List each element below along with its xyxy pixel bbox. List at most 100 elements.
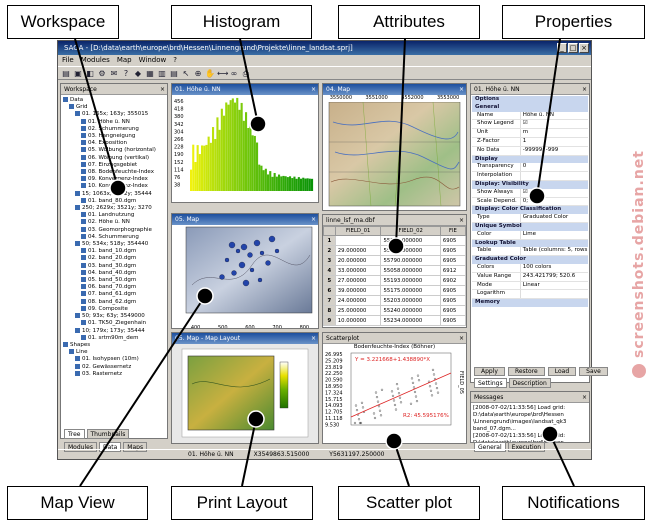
close-icon[interactable]: × bbox=[310, 216, 316, 223]
pan-icon[interactable]: ✋ bbox=[205, 69, 215, 78]
zoom-icon[interactable]: ⊕ bbox=[194, 69, 202, 78]
close-icon[interactable]: × bbox=[310, 335, 316, 342]
property-section[interactable]: Display: Color Classification bbox=[472, 206, 588, 215]
table-cell[interactable]: 55234.000000 bbox=[380, 315, 441, 326]
tree-item[interactable]: 01. srtm90m_dem bbox=[63, 334, 165, 342]
save-button[interactable]: Save bbox=[579, 367, 608, 376]
tree-item[interactable]: 02. Höhe ü. NN bbox=[63, 219, 165, 226]
cursor-icon[interactable]: ↖ bbox=[182, 69, 190, 78]
tree-item[interactable]: 05. band_50.dgm bbox=[63, 277, 165, 284]
tree-item[interactable]: 03. band_30.dgm bbox=[63, 262, 165, 270]
table-icon[interactable]: ▤ bbox=[170, 69, 178, 78]
tree-item[interactable]: 05. Wölbung (horizontal) bbox=[63, 147, 165, 154]
property-section[interactable]: Unique Symbol bbox=[472, 222, 588, 231]
close-icon[interactable]: × bbox=[310, 86, 316, 93]
tab-maps[interactable]: Maps bbox=[123, 442, 148, 452]
tree-item[interactable]: 09. Konvergenz-Index bbox=[63, 176, 165, 183]
save-icon[interactable]: ▣ bbox=[74, 69, 82, 78]
tree-item[interactable]: 08. Bodenfeuchte-Index bbox=[63, 169, 165, 176]
apply-button[interactable]: Apply bbox=[474, 367, 505, 376]
tree-item[interactable]: 50; 534x; 518y; 354440 bbox=[63, 241, 165, 248]
tree-item[interactable]: 01. Isohypsen (10m) bbox=[63, 356, 165, 363]
tab-settings[interactable]: Settings bbox=[474, 378, 507, 388]
property-row[interactable]: Show Legend☑ bbox=[472, 120, 588, 130]
tab-modules[interactable]: Modules bbox=[64, 442, 97, 452]
tree-item[interactable]: 06. band_70.dgm bbox=[63, 284, 165, 291]
property-section[interactable]: Options bbox=[472, 96, 588, 104]
tab-general[interactable]: General bbox=[474, 442, 506, 452]
tree-item[interactable]: 02. Gewässernetz bbox=[63, 363, 165, 371]
open-icon[interactable]: ▤ bbox=[62, 69, 70, 78]
tab-thumbnails[interactable]: Thumbnails bbox=[86, 429, 130, 439]
tab-tree[interactable]: Tree bbox=[64, 429, 85, 439]
measure-icon[interactable]: ⟷ bbox=[217, 69, 229, 78]
tree-item[interactable]: 07. band_61.dgm bbox=[63, 291, 165, 298]
load-button[interactable]: Load bbox=[547, 367, 577, 376]
tree-item[interactable]: Grid bbox=[63, 104, 165, 111]
menu-map[interactable]: Map bbox=[116, 56, 132, 64]
tree-item[interactable]: 250; 2629x; 3521y; 3270 bbox=[63, 205, 165, 212]
tree-item[interactable]: 04. band_40.dgm bbox=[63, 269, 165, 277]
property-row[interactable]: Logarithm bbox=[472, 290, 588, 300]
grid-icon[interactable]: ▦ bbox=[146, 69, 154, 78]
tree-item[interactable]: 03. Geomorphographie bbox=[63, 226, 165, 234]
tree-item[interactable]: 01. band_80.dgm bbox=[63, 197, 165, 205]
property-row[interactable]: No Data-99999; -999 bbox=[472, 146, 588, 156]
tree-item[interactable]: 02. band_20.dgm bbox=[63, 255, 165, 262]
message-icon[interactable]: ✉ bbox=[110, 69, 118, 78]
property-section[interactable]: Memory bbox=[472, 299, 588, 307]
tree-item[interactable]: 10; 179x; 173y; 35444 bbox=[63, 327, 165, 335]
property-section[interactable]: Display bbox=[472, 155, 588, 164]
menu-modules[interactable]: Modules bbox=[80, 56, 110, 64]
tree-item[interactable]: 08. band_62.dgm bbox=[63, 298, 165, 306]
close-icon[interactable]: × bbox=[458, 86, 464, 93]
tree-item[interactable]: 04. Schummerung bbox=[63, 233, 165, 241]
menu-window[interactable]: Window bbox=[138, 56, 167, 64]
tab-data[interactable]: Data bbox=[98, 442, 122, 452]
settings-icon[interactable]: ⚙ bbox=[98, 69, 106, 78]
menu-file[interactable]: File bbox=[62, 56, 74, 64]
tree-item[interactable]: Data bbox=[63, 97, 165, 104]
tree-item[interactable]: 01. TK50_Ziegenhain bbox=[63, 320, 165, 327]
maximize-button[interactable]: □ bbox=[568, 43, 578, 53]
tree-item[interactable]: Shapes bbox=[63, 341, 165, 349]
close-icon[interactable]: × bbox=[458, 217, 464, 224]
close-icon[interactable]: × bbox=[581, 86, 587, 93]
print-icon[interactable]: ⎙ bbox=[242, 69, 250, 78]
close-button[interactable]: × bbox=[579, 43, 589, 53]
minimize-button[interactable]: _ bbox=[557, 43, 567, 53]
property-section[interactable]: General bbox=[472, 103, 588, 112]
property-section[interactable]: Lookup Table bbox=[472, 239, 588, 248]
close-icon[interactable]: × bbox=[458, 335, 464, 342]
tab-execution[interactable]: Execution bbox=[507, 442, 546, 452]
topographic-map[interactable] bbox=[323, 101, 466, 210]
chart-icon[interactable]: ▥ bbox=[158, 69, 166, 78]
tree-item[interactable]: 01. band_10.dgm bbox=[63, 248, 165, 255]
tree-item[interactable]: 06. Wölbung (vertikal) bbox=[63, 154, 165, 162]
layer-icon[interactable]: ◆ bbox=[134, 69, 142, 78]
tree-item[interactable]: 01. 165x; 163y; 355015 bbox=[63, 111, 165, 118]
property-row[interactable]: Interpolation bbox=[472, 172, 588, 181]
property-section[interactable]: Graduated Color bbox=[472, 256, 588, 264]
tree-item[interactable]: 07. Einzugsgebiet bbox=[63, 161, 165, 169]
workspace-icon[interactable]: ◧ bbox=[86, 69, 94, 78]
property-section[interactable]: Display: Visibility bbox=[472, 180, 588, 189]
menu-help[interactable]: ? bbox=[173, 56, 177, 64]
close-icon[interactable]: × bbox=[581, 394, 587, 401]
tree-item[interactable]: 02. Schummerung bbox=[63, 125, 165, 133]
close-icon[interactable]: × bbox=[159, 86, 165, 93]
tree-item[interactable]: 03. Hangneigung bbox=[63, 133, 165, 140]
tree-item[interactable]: 01. Landnutzung bbox=[63, 212, 165, 219]
